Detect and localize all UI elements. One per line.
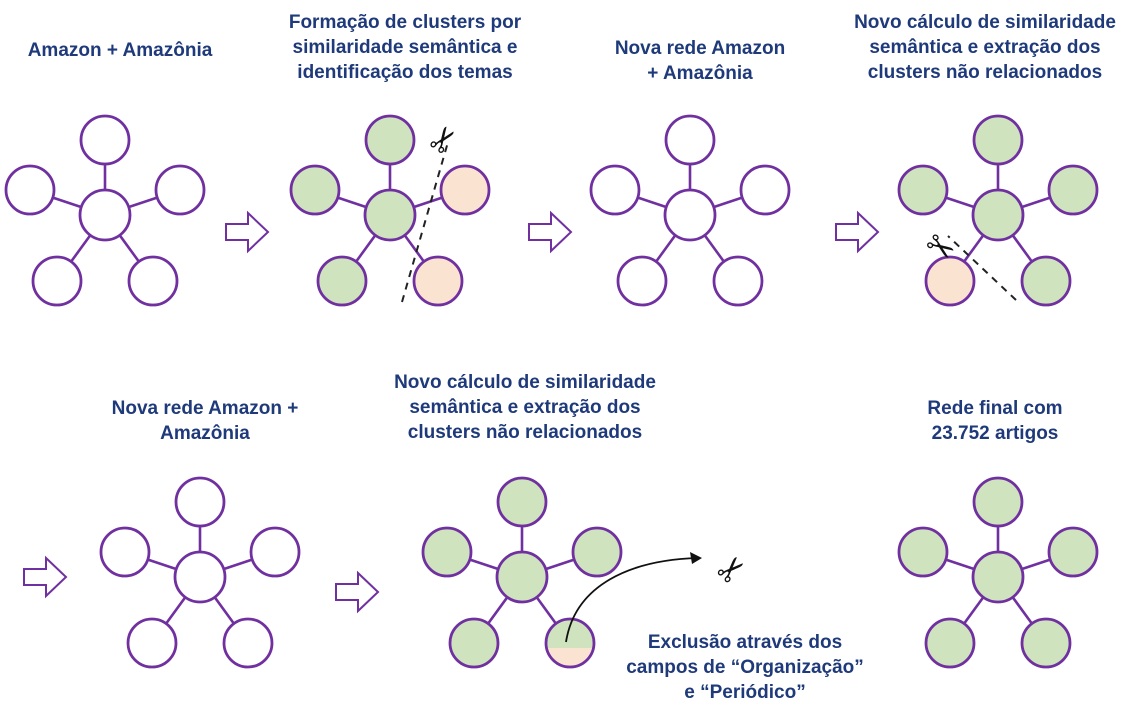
network-node-green: [1020, 617, 1072, 669]
network-node-white: [739, 164, 791, 216]
network-node-green: [897, 164, 949, 216]
network-node-white: [222, 617, 274, 669]
hollow-right-arrow-icon: [23, 555, 68, 599]
network-node-half-excluded: [544, 617, 596, 669]
network-center-node: [363, 188, 417, 242]
network-node-white: [249, 526, 301, 578]
network-center-node: [173, 550, 227, 604]
network-node-white: [712, 255, 764, 307]
network-net4: [897, 114, 1099, 307]
scissors-icon: ✂: [708, 546, 756, 594]
network-node-green: [972, 114, 1024, 166]
arrows-layer: [23, 210, 880, 614]
networks-layer: [4, 114, 1099, 669]
caption-net3: Nova rede Amazon + Amazônia: [614, 38, 786, 85]
network-node-green: [1047, 164, 1099, 216]
network-center-node: [971, 188, 1025, 242]
network-node-green: [421, 526, 473, 578]
caption-net2: Formação de clusters por similaridade se…: [288, 12, 522, 84]
hollow-right-arrow-icon: [335, 570, 380, 614]
exclusion-pointer-arrowhead: [690, 552, 702, 564]
network-node-green: [571, 526, 623, 578]
network-center-node: [495, 550, 549, 604]
network-node-green: [316, 255, 368, 307]
caption-net4: Novo cálculo de similaridade semântica e…: [854, 12, 1116, 84]
hollow-right-arrow-icon: [835, 210, 880, 254]
network-node-white: [79, 114, 131, 166]
network-net6: [421, 476, 623, 669]
network-net3: [589, 114, 791, 307]
network-node-peach: [412, 255, 464, 307]
network-net1: [4, 114, 206, 307]
network-node-white: [4, 164, 56, 216]
network-net2: [289, 114, 491, 307]
network-node-peach: [439, 164, 491, 216]
hollow-right-arrow-icon: [225, 210, 270, 254]
caption-exclusion: Exclusão através dos campos de “Organiza…: [626, 632, 864, 704]
network-node-green: [1020, 255, 1072, 307]
caption-net6: Novo cálculo de similaridade semântica e…: [394, 372, 656, 444]
caption-net1: Amazon + Amazônia: [27, 40, 213, 61]
network-node-white: [174, 476, 226, 528]
network-node-white: [127, 255, 179, 307]
network-node-green: [972, 476, 1024, 528]
caption-net5: Nova rede Amazon + Amazônia: [111, 398, 299, 445]
network-node-green: [897, 526, 949, 578]
network-net7: [897, 476, 1099, 669]
network-node-peach: [924, 255, 976, 307]
network-node-green: [1047, 526, 1099, 578]
network-node-white: [99, 526, 151, 578]
network-node-green: [496, 476, 548, 528]
network-center-node: [78, 188, 132, 242]
network-node-white: [589, 164, 641, 216]
cut-line-dashed: [947, 235, 1017, 301]
hollow-right-arrow-icon: [528, 210, 573, 254]
svg-text:✂: ✂: [419, 117, 468, 163]
network-center-node: [663, 188, 717, 242]
network-node-green: [924, 617, 976, 669]
exclusion-pointer-curve: [565, 557, 699, 643]
network-node-white: [126, 617, 178, 669]
network-node-white: [154, 164, 206, 216]
network-node-green: [289, 164, 341, 216]
network-node-white: [31, 255, 83, 307]
caption-net7: Rede final com 23.752 artigos: [927, 398, 1063, 445]
svg-text:✂: ✂: [708, 546, 756, 594]
network-center-node: [971, 550, 1025, 604]
network-node-white: [616, 255, 668, 307]
network-node-green: [364, 114, 416, 166]
network-node-green: [448, 617, 500, 669]
network-net5: [99, 476, 301, 669]
scissors-icon: ✂: [419, 117, 468, 163]
cut-line-dashed: [401, 141, 449, 303]
network-node-white: [664, 114, 716, 166]
